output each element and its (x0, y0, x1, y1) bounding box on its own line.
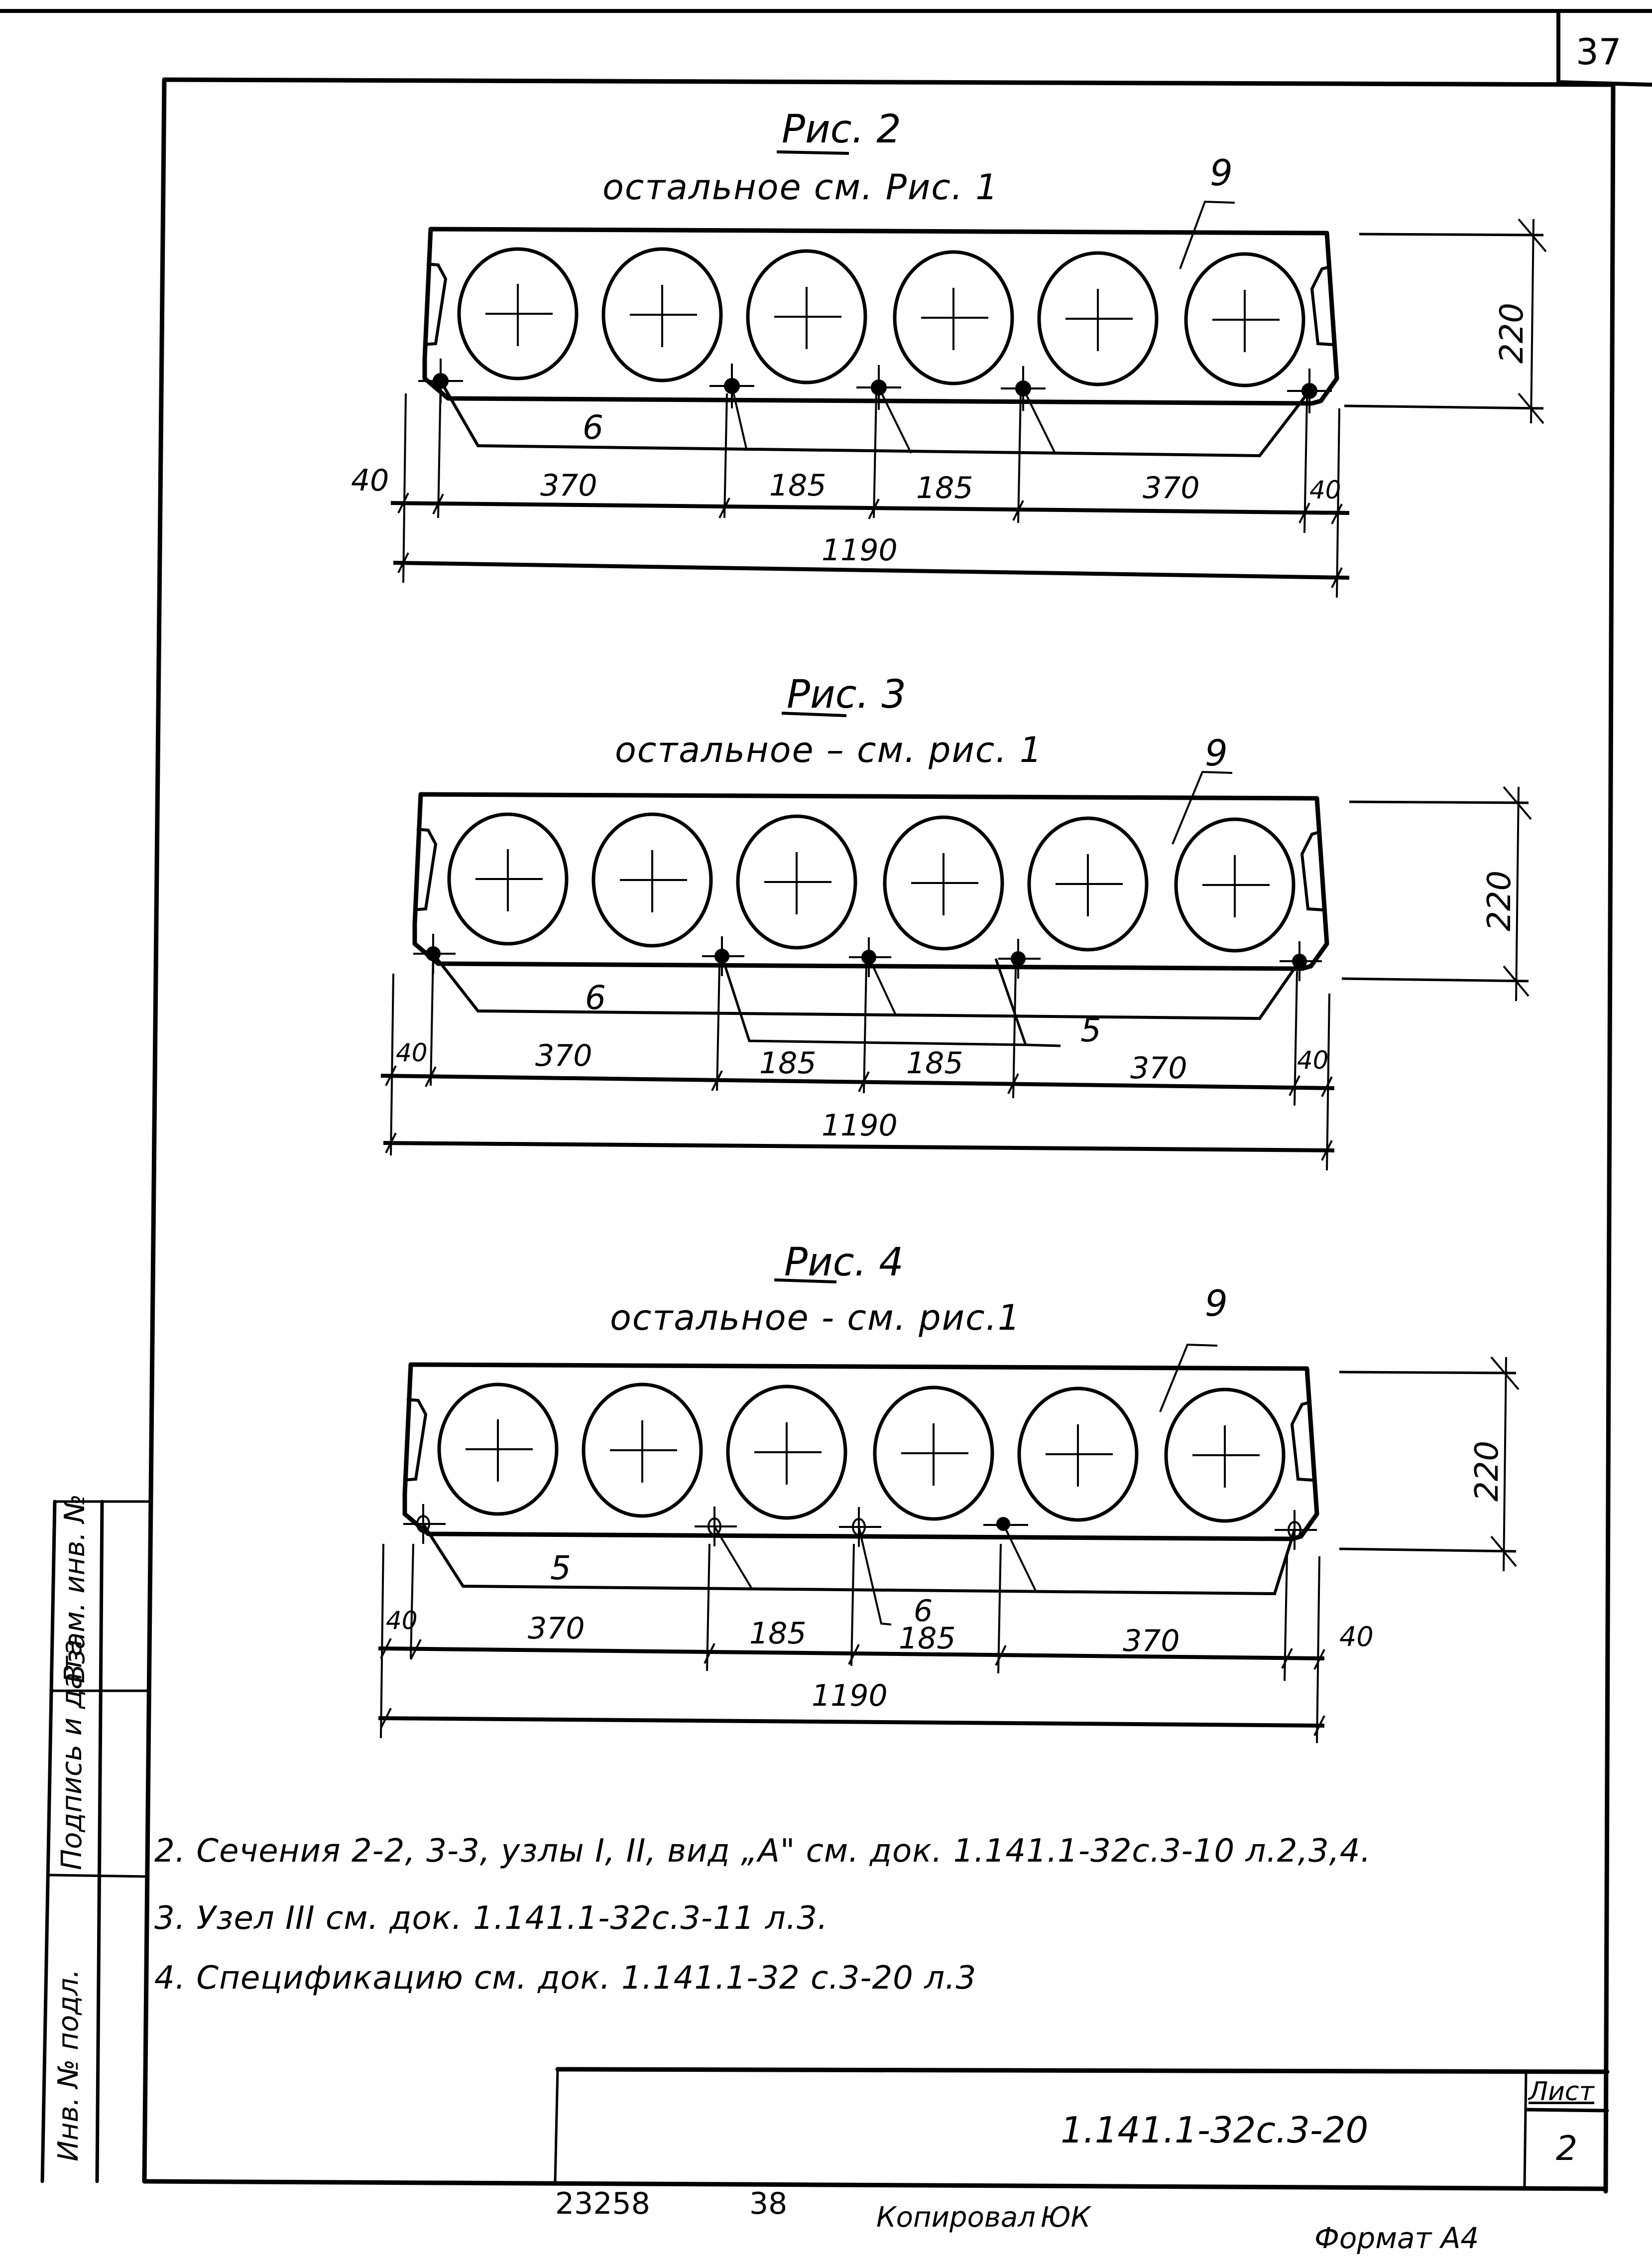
figure-3-dim-40-left: 40 (396, 1038, 428, 1067)
figure-4-section (378, 1278, 1520, 1744)
figure-2-subtitle: остальное см. Рис. 1 (602, 167, 999, 208)
figure-2-dim-185-a: 185 (769, 468, 826, 503)
archive-number: 23258 (555, 2186, 650, 2221)
figure-3-section (380, 712, 1532, 1171)
figure-4-dim-height: 220 (1469, 1440, 1506, 1502)
figure-4-dim-185-b: 185 (899, 1621, 956, 1656)
figure-2-dim-370-right: 370 (1143, 471, 1200, 505)
figure-3-dim-height: 220 (1481, 870, 1518, 931)
figure-4-subtitle: остальное - см. рис.1 (610, 1297, 1021, 1338)
figure-3-title: Рис. 3 (787, 672, 906, 717)
figure-2-dim-40-left: 40 (351, 463, 389, 498)
figure-2-title: Рис. 2 (782, 107, 901, 152)
figure-2-callout-6: 6 (583, 408, 603, 447)
figure-3-dim-185-a: 185 (759, 1046, 817, 1081)
figure-4-dim-40-right: 40 (1339, 1621, 1374, 1652)
figure-3-dim-185-b: 185 (906, 1046, 963, 1081)
figure-4-callout-6: 6 (914, 1594, 933, 1629)
figure-2-dim-40-right: 40 (1309, 476, 1341, 504)
figure-2-dim-height: 220 (1494, 302, 1531, 364)
figure-3-dim-370-left: 370 (535, 1038, 592, 1073)
figure-4-title: Рис. 4 (784, 1240, 904, 1285)
figure-3-dim-total: 1190 (822, 1108, 898, 1143)
figure-2-dim-185-b: 185 (916, 471, 973, 505)
figure-4-callout-5: 5 (550, 1549, 571, 1587)
note-3: 3. Узел III см. док. 1.141.1-32с.3-11 л.… (154, 1900, 828, 1937)
figure-2-dim-370-left: 370 (540, 468, 597, 503)
figure-4-callout-9: 9 (1205, 1282, 1228, 1324)
stamp-inv-orig: Инв. № подл. (52, 1969, 85, 2161)
figure-3-callout-9: 9 (1205, 732, 1228, 774)
copied-label: Копировал (876, 2201, 1036, 2234)
doc-code: 1.141.1-32с.3-20 (1061, 2109, 1369, 2151)
sheet-number: 2 (1556, 2129, 1578, 2168)
figure-2-dim-total: 1190 (822, 533, 898, 568)
copied-signature: ЮК (1041, 2201, 1091, 2234)
figure-3-callout-5: 5 (1080, 1011, 1101, 1049)
sheet-label: Лист (1529, 2077, 1594, 2107)
note-2: 2. Сечения 2-2, 3-3, узлы I, II, вид „А"… (154, 1833, 1371, 1870)
page-ref: 38 (749, 2186, 788, 2221)
figure-4-dim-40-left: 40 (386, 1606, 418, 1635)
figure-3-callout-6: 6 (585, 979, 606, 1017)
figure-4-dim-total: 1190 (812, 1678, 888, 1713)
figure-4-dim-185-a: 185 (749, 1616, 807, 1651)
stamp-sign-date: Подпись и дата (56, 1639, 88, 1870)
note-4: 4. Спецификацию см. док. 1.141.1-32 с.3-… (154, 1960, 977, 1997)
figure-2-section (390, 150, 1547, 598)
figure-4-dim-370-left: 370 (528, 1611, 585, 1646)
figure-3-subtitle: остальное – см. рис. 1 (615, 730, 1043, 770)
format-label: Формат А4 (1314, 2221, 1479, 2255)
figure-2-callout-9: 9 (1210, 152, 1233, 194)
page-number: 37 (1576, 31, 1622, 73)
figure-4-dim-370-right: 370 (1123, 1624, 1180, 1658)
figure-3-dim-40-right: 40 (1297, 1046, 1329, 1075)
figure-3-dim-370-right: 370 (1130, 1051, 1187, 1086)
